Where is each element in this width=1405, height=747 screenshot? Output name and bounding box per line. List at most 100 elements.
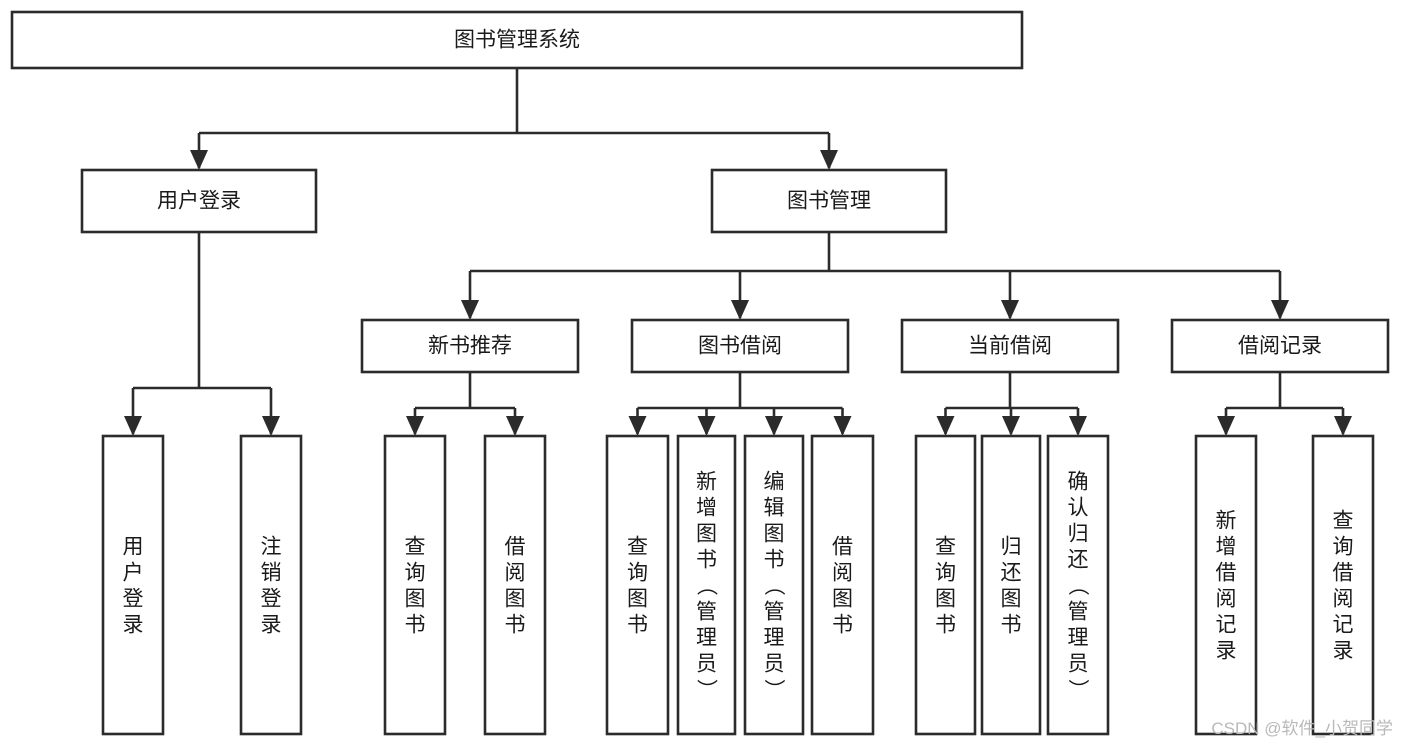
node-label-char: 询 [935, 561, 956, 584]
node-box-rect [101, 434, 165, 736]
node-book-borrow[interactable]: 图书借阅 [630, 318, 850, 374]
node-label-char: 增 [696, 496, 717, 519]
arrow-head-icon [765, 416, 783, 436]
arrow-head-icon [1271, 300, 1289, 320]
node-user-login[interactable]: 用户登录 [80, 168, 318, 234]
arrow-head-icon [1001, 300, 1019, 320]
node-label: 用户登录 [157, 190, 241, 213]
connector-lines [124, 68, 1352, 436]
node-label-char: 图 [832, 587, 853, 610]
node-label-char: 书 [1001, 613, 1022, 636]
arrow-head-icon [1002, 416, 1020, 436]
node-label-char: 书 [505, 613, 526, 636]
node-label-char: ） [1066, 679, 1089, 700]
node-label-char: 询 [405, 561, 426, 584]
node-label-char: 录 [261, 613, 282, 636]
arrow-head-icon [820, 150, 838, 170]
node-label-char: 图 [505, 587, 526, 610]
node-label: 当前借阅 [968, 335, 1052, 358]
node-label-char: 阅 [1333, 587, 1354, 610]
node-label-char: 录 [1216, 639, 1237, 662]
node-box-rect [980, 434, 1042, 736]
node-box-rect [360, 318, 580, 374]
node-label-char: 确 [1068, 470, 1089, 493]
node-label-char: 理 [696, 626, 717, 649]
node-box-rect [80, 168, 318, 234]
node-label-char: 登 [261, 587, 282, 610]
node-box-rect [810, 434, 875, 736]
node-label-char: ） [762, 679, 785, 700]
node-borrow-record[interactable]: 借阅记录 [1170, 318, 1390, 374]
node-label-char: 查 [935, 535, 956, 558]
node-box-rect [10, 10, 1024, 70]
node-label-char: 阅 [1216, 587, 1237, 610]
node-label-char: 图 [696, 522, 717, 545]
node-box-rect [483, 434, 547, 736]
node-label-char: 查 [627, 535, 648, 558]
node-label-char: 书 [935, 613, 956, 636]
node-label-char: 阅 [505, 561, 526, 584]
node-leaf-user-login[interactable]: 用户登录 [101, 434, 165, 736]
node-label: 图书管理 [787, 190, 871, 213]
node-label: 图书管理系统 [454, 29, 580, 52]
node-current-borrow[interactable]: 当前借阅 [900, 318, 1120, 374]
node-box-rect [914, 434, 977, 736]
node-label-char: 借 [505, 535, 526, 558]
node-label-char: 注 [261, 535, 282, 558]
arrow-head-icon [406, 416, 424, 436]
node-label-char: 归 [1001, 535, 1022, 558]
node-label-char: 理 [1068, 626, 1089, 649]
node-label-char: 书 [627, 613, 648, 636]
node-label-char: 录 [1333, 639, 1354, 662]
arrow-head-icon [506, 416, 524, 436]
node-label-char: 书 [832, 613, 853, 636]
node-label-char: 记 [1216, 613, 1237, 636]
node-label-char: 记 [1333, 613, 1354, 636]
node-label-char: 图 [627, 587, 648, 610]
node-label-char: 员 [696, 652, 717, 675]
node-label-char: 询 [627, 561, 648, 584]
node-label-char: 增 [1216, 535, 1237, 558]
node-box-rect [605, 434, 670, 736]
node-label-char: （ [695, 575, 718, 596]
node-label-char: 还 [1001, 561, 1022, 584]
node-book-manage[interactable]: 图书管理 [710, 168, 948, 234]
node-root[interactable]: 图书管理系统 [10, 10, 1024, 70]
arrow-head-icon [124, 416, 142, 436]
node-box-rect [676, 434, 737, 736]
arrow-head-icon [1069, 416, 1087, 436]
node-box-rect [1194, 434, 1258, 736]
arrow-head-icon [731, 300, 749, 320]
node-label-char: 图 [935, 587, 956, 610]
node-label: 新书推荐 [428, 335, 512, 358]
node-label-char: （ [762, 575, 785, 596]
node-new-book-rec[interactable]: 新书推荐 [360, 318, 580, 374]
node-label-char: 图 [405, 587, 426, 610]
node-label-char: 员 [764, 652, 785, 675]
node-label-char: 用 [123, 535, 144, 558]
node-box-rect [710, 168, 948, 234]
node-label-char: 新 [1216, 509, 1237, 532]
node-label-char: 询 [1333, 535, 1354, 558]
node-box-rect [1311, 434, 1375, 736]
node-label-char: 图 [1001, 587, 1022, 610]
node-label-char: 借 [832, 535, 853, 558]
node-label-char: 管 [764, 600, 785, 623]
node-label-char: 书 [696, 548, 717, 571]
node-label-char: 户 [123, 561, 144, 584]
node-label-char: 还 [1068, 548, 1089, 571]
arrow-head-icon [936, 416, 955, 436]
